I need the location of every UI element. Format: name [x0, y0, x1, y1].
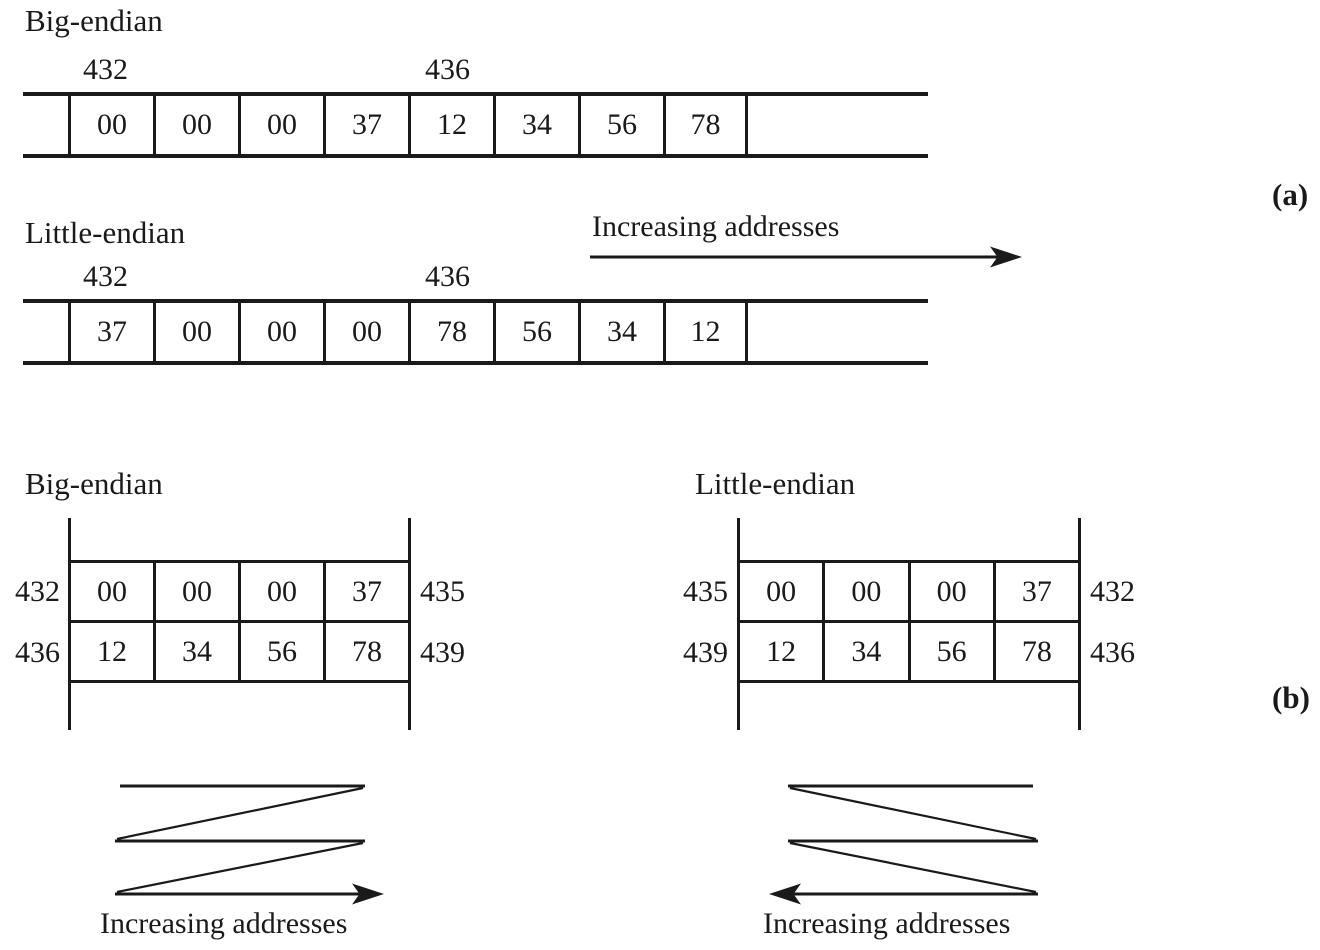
byte-cell: 56 — [238, 623, 323, 680]
address-label: 435 — [683, 575, 728, 608]
byte-cell: 12 — [97, 634, 127, 668]
big-endian-word-table: 00 00 00 37 12 34 56 78 — [68, 560, 411, 683]
byte-cell: 00 — [68, 96, 153, 154]
panel-a-little-endian-address-432: 432 — [83, 260, 128, 293]
panel-a-little-endian-address-436: 436 — [425, 260, 470, 293]
byte-cell: 00 — [153, 96, 238, 154]
address-label: 439 — [683, 636, 728, 669]
byte-cell: 00 — [238, 563, 323, 620]
byte-cell: 00 — [323, 303, 408, 361]
byte-cell: 78 — [663, 96, 748, 154]
address-label: 436 — [15, 636, 60, 669]
byte-cell: 56 — [578, 96, 663, 154]
byte-cell: 34 — [578, 303, 663, 361]
panel-b-big-endian-title: Big-endian — [25, 466, 163, 501]
byte-cell: 12 — [663, 303, 748, 361]
address-label: 435 — [420, 575, 465, 608]
zigzag-arrow-big-endian — [115, 784, 384, 905]
panel-a-big-endian-address-436: 436 — [425, 53, 470, 86]
panel-a-big-endian-title: Big-endian — [25, 3, 163, 38]
address-label: 432 — [15, 575, 60, 608]
byte-cell: 00 — [238, 96, 323, 154]
panel-b-little-endian-title: Little-endian — [695, 466, 856, 501]
byte-cell: 56 — [493, 303, 578, 361]
panel-a-increasing-addresses-label: Increasing addresses — [592, 210, 840, 243]
byte-cell: 00 — [766, 574, 797, 608]
byte-cell: 00 — [907, 563, 993, 620]
panel-a-big-endian-address-432: 432 — [83, 53, 128, 86]
byte-cell: 12 — [408, 96, 493, 154]
byte-cell: 00 — [238, 303, 323, 361]
byte-cell: 78 — [323, 623, 408, 680]
table-row: 12 34 56 78 — [740, 623, 1078, 680]
panel-b-tag: (b) — [1272, 680, 1310, 715]
address-label: 436 — [1090, 636, 1135, 669]
byte-cell: 34 — [153, 623, 238, 680]
panel-a-little-endian-title: Little-endian — [25, 215, 186, 250]
little-endian-word-table: 00 00 00 37 12 34 56 78 — [737, 560, 1081, 683]
little-endian-byte-strip: 37 00 00 00 78 56 34 12 — [23, 299, 928, 365]
table-row: 00 00 00 37 — [740, 563, 1078, 623]
big-endian-byte-strip: 00 00 00 37 12 34 56 78 — [23, 92, 928, 158]
byte-cell: 34 — [822, 623, 907, 680]
right-arrowhead-icon — [990, 246, 1022, 268]
byte-cell: 37 — [323, 96, 408, 154]
table-row: 00 00 00 37 — [71, 563, 408, 623]
byte-cell: 37 — [992, 563, 1078, 620]
address-label: 439 — [420, 636, 465, 669]
byte-cell: 00 — [153, 303, 238, 361]
byte-cell: 78 — [992, 623, 1078, 680]
panel-a-tag: (a) — [1272, 177, 1309, 212]
table-row: 12 34 56 78 — [71, 623, 408, 680]
byte-cell: 00 — [97, 574, 127, 608]
byte-cell: 78 — [408, 303, 493, 361]
address-label: 432 — [1090, 575, 1135, 608]
byte-cell: 56 — [907, 623, 993, 680]
byte-cell: 00 — [153, 563, 238, 620]
byte-cell: 34 — [493, 96, 578, 154]
byte-cell: 12 — [766, 634, 797, 668]
big-endian-increasing-addresses-label: Increasing addresses — [100, 907, 348, 940]
left-arrowhead-icon — [769, 883, 801, 905]
right-arrowhead-icon — [352, 883, 384, 905]
byte-cell: 00 — [822, 563, 907, 620]
little-endian-increasing-addresses-label: Increasing addresses — [763, 907, 1011, 940]
zigzag-arrow-little-endian — [769, 784, 1038, 905]
byte-cell: 37 — [68, 303, 153, 361]
byte-cell: 37 — [323, 563, 408, 620]
